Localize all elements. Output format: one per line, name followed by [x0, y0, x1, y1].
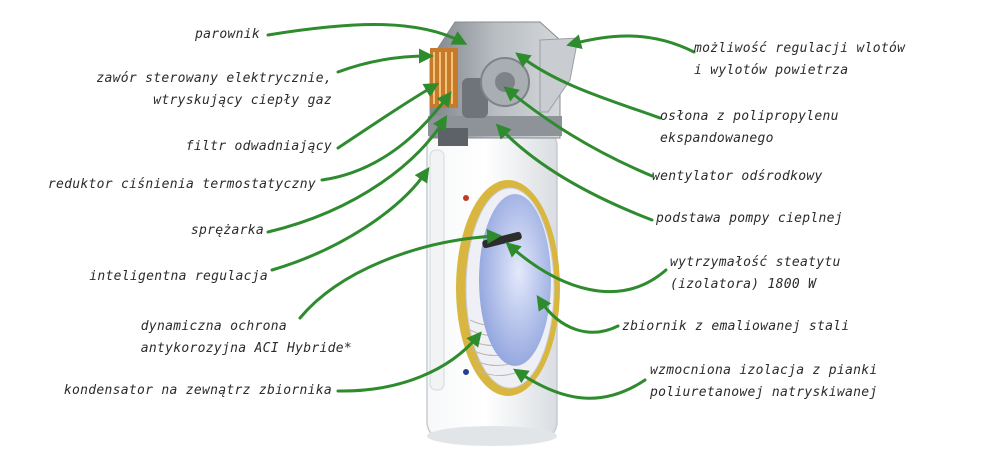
hot-indicator	[463, 195, 469, 201]
arrow-podstawa	[495, 123, 654, 222]
arrow-regulacja	[270, 167, 430, 272]
arrow-ochrona	[298, 228, 502, 320]
arrow-parownik	[266, 23, 468, 45]
arrow-kondensator	[336, 331, 482, 393]
arrow-sprezarka	[266, 114, 448, 234]
arrow-wloty	[566, 34, 696, 54]
label-regulacja: inteligentna regulacja	[89, 269, 268, 284]
label-oslona: osłona z polipropylenu ekspandowanego	[660, 109, 839, 146]
tank	[426, 127, 560, 446]
label-izolacja: wzmocniona izolacja z pianki poliuretano…	[650, 363, 878, 400]
label-parownik: parownik	[194, 27, 260, 42]
heating-element	[482, 231, 522, 249]
tank-bottom	[427, 426, 557, 446]
label-podstawa: podstawa pompy cieplnej	[656, 211, 843, 226]
arrow-filtr	[336, 82, 440, 150]
label-zawor: zawór sterowany elektrycznie, wtryskując…	[96, 71, 332, 108]
label-wloty: możliwość regulacji wlotów i wylotów pow…	[694, 41, 906, 78]
arrow-wentylator	[503, 86, 654, 178]
arrow-oslona	[515, 52, 662, 120]
heat-pump-unit	[428, 21, 579, 146]
label-sprezarka: sprężarka	[190, 223, 264, 238]
inner-window	[479, 194, 551, 366]
label-steatyt: wytrzymałość steatytu (izolatora) 1800 W	[670, 255, 841, 292]
arrow-zbiornik	[536, 295, 620, 334]
arrow-izolacja	[513, 368, 647, 400]
label-reduktor: reduktor ciśnienia termostatyczny	[47, 177, 316, 192]
arrows	[266, 23, 696, 400]
label-filtr: filtr odwadniający	[185, 139, 332, 154]
label-zbiornik: zbiornik z emaliowanej stali	[622, 319, 850, 334]
arrow-steatyt	[505, 242, 668, 294]
side-panel	[429, 149, 445, 391]
cold-indicator	[463, 369, 469, 375]
arrow-zawor	[336, 48, 434, 74]
label-ochrona: dynamiczna ochrona antykorozyjna ACI Hyb…	[140, 319, 352, 356]
label-kondensator: kondensator na zewnątrz zbiornika	[63, 383, 332, 398]
arrow-reduktor	[320, 91, 452, 182]
control-box	[438, 128, 468, 146]
label-wentylator: wentylator odśrodkowy	[652, 169, 823, 184]
